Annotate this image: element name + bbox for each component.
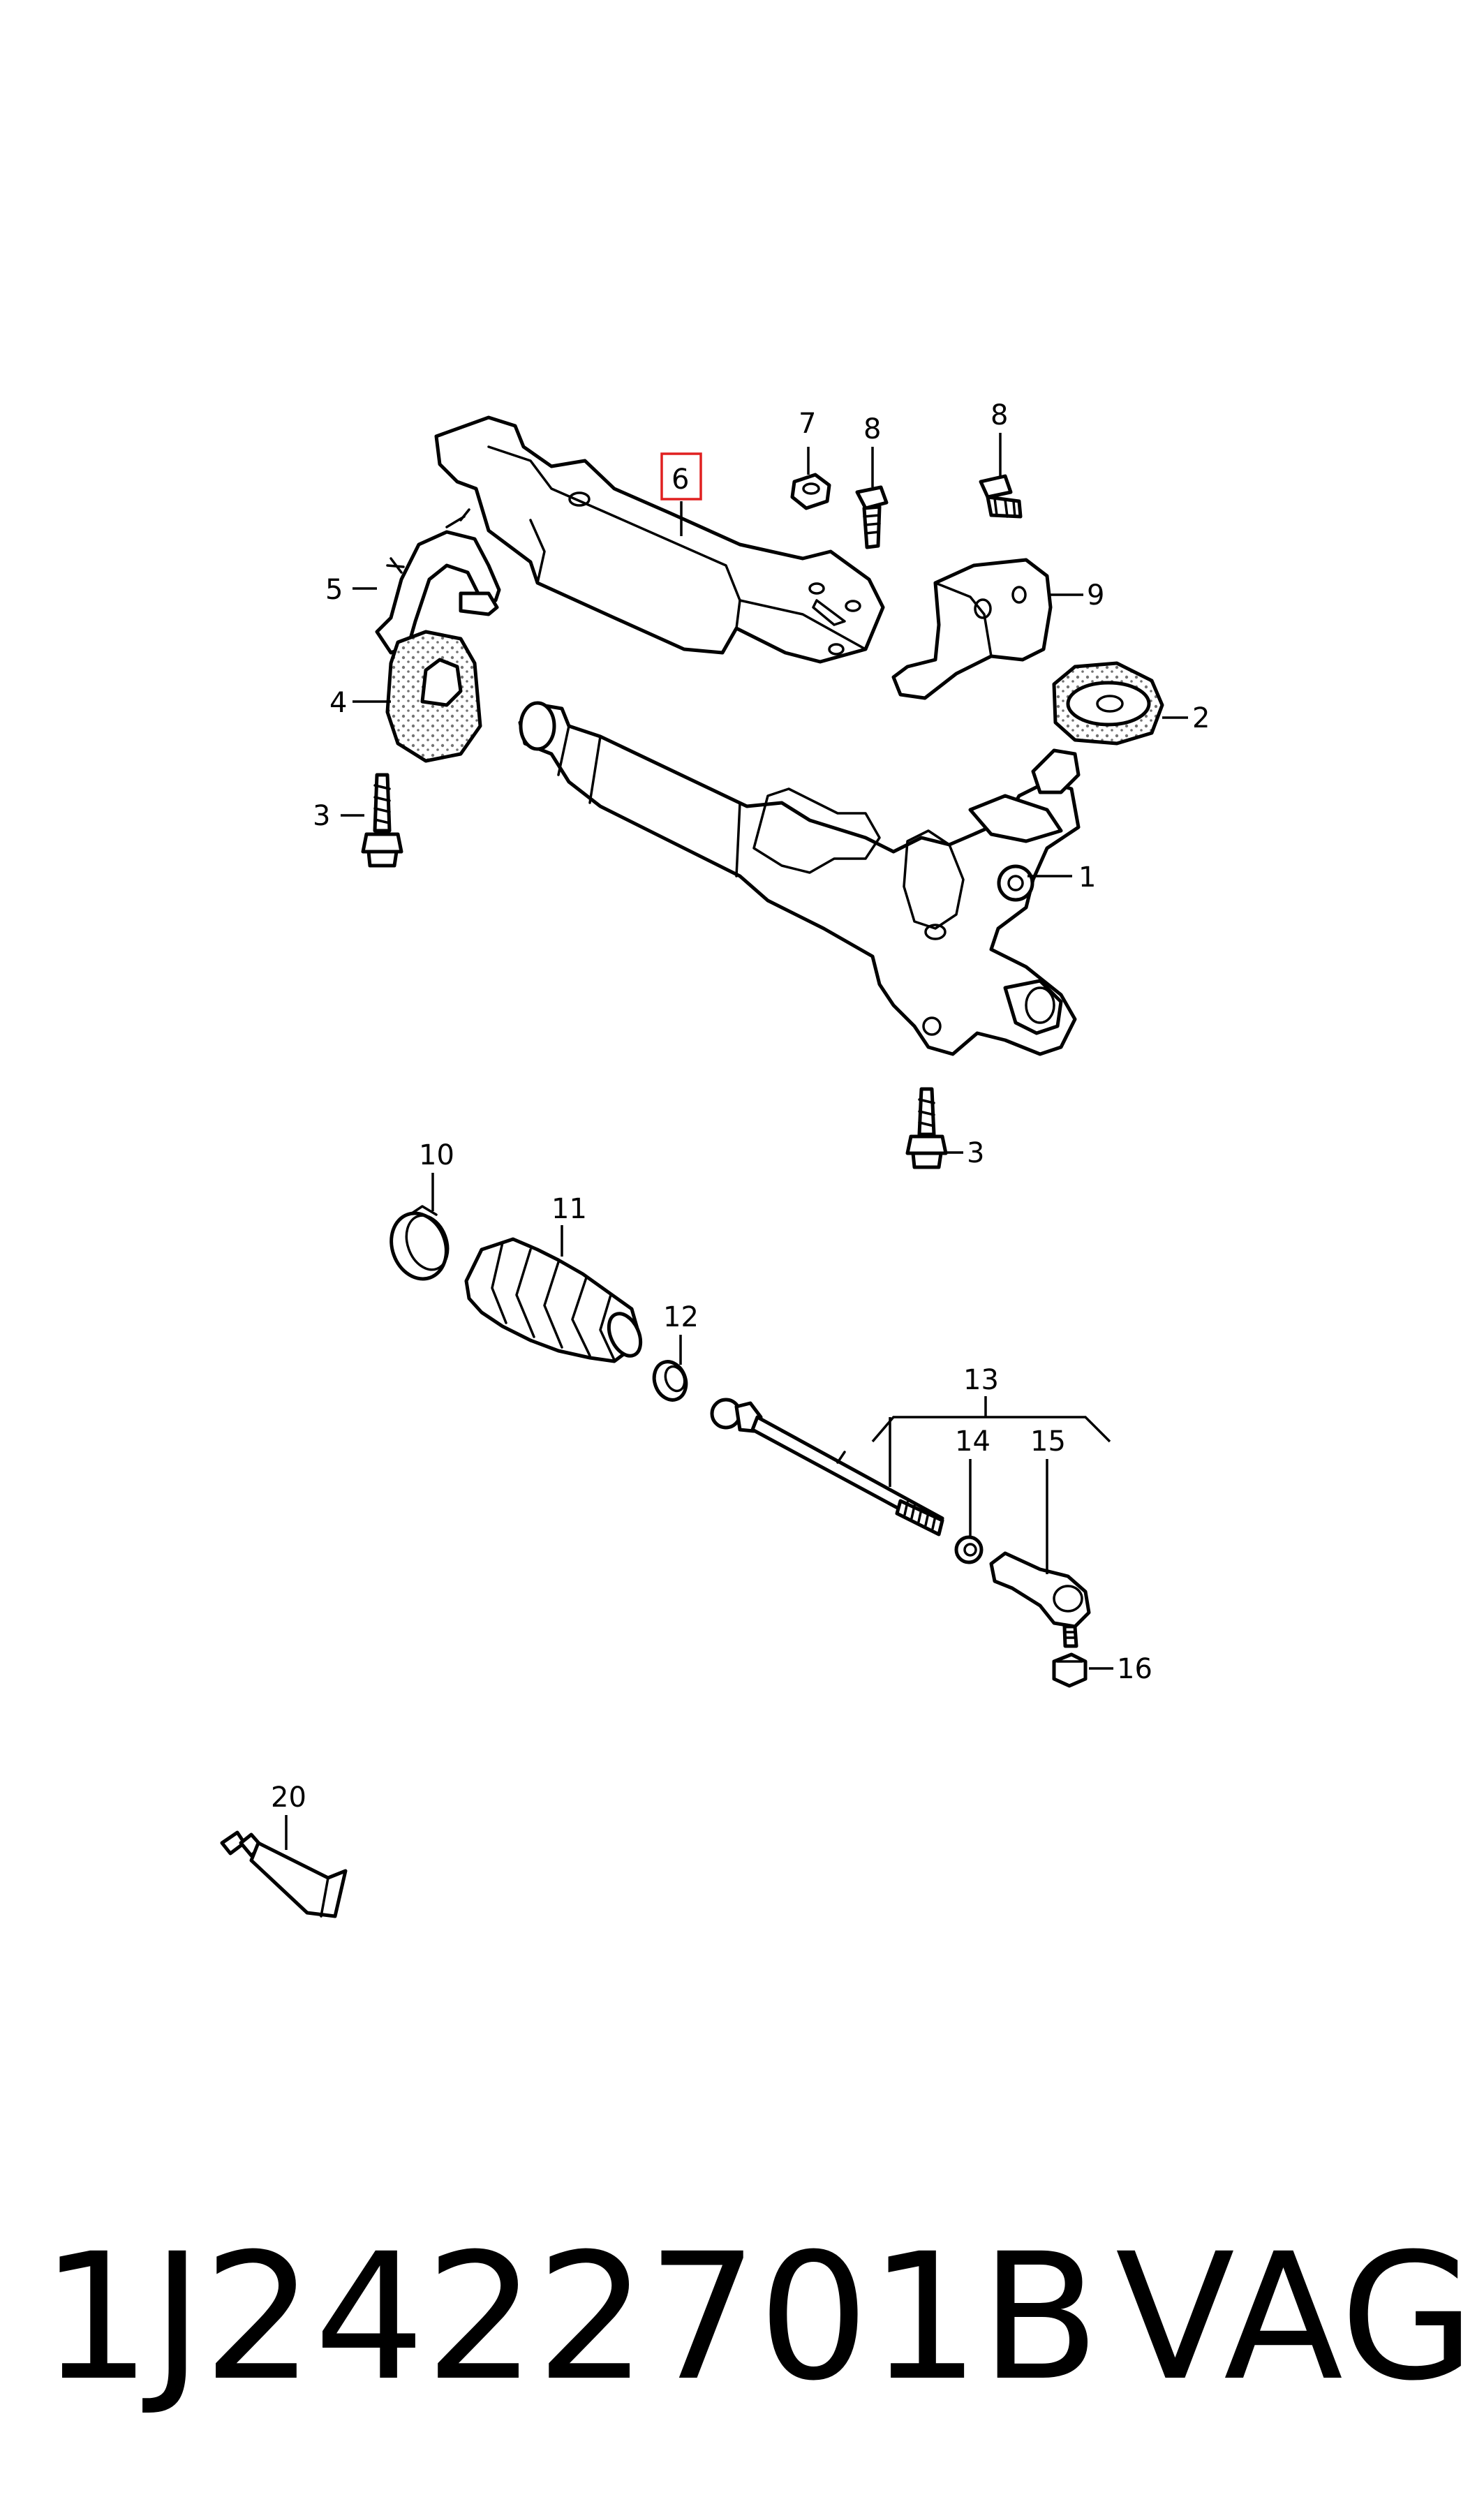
callout-6: 6 bbox=[671, 464, 689, 496]
callout-3-upper: 3 bbox=[313, 800, 330, 832]
callout-11: 11 bbox=[551, 1193, 587, 1225]
footer-brand: VAG bbox=[1115, 2216, 1476, 2419]
nut-part-16 bbox=[1052, 1652, 1088, 1688]
bolt-part-8-left bbox=[855, 485, 889, 549]
callout-8-right: 8 bbox=[990, 399, 1008, 431]
clamp-ring-part-10 bbox=[389, 1205, 450, 1281]
bolt-part-8-right bbox=[979, 474, 1023, 519]
bolt-part-3-upper bbox=[361, 773, 403, 868]
bracket-part-6 bbox=[434, 415, 885, 664]
callout-4: 4 bbox=[329, 687, 347, 719]
footer-part-number: 1J2422701B bbox=[40, 2216, 1100, 2419]
callout-8-left: 8 bbox=[863, 413, 881, 445]
clamp-part-5 bbox=[375, 508, 501, 655]
tie-rod-part-13 bbox=[710, 1398, 944, 1536]
bellows-part-11 bbox=[464, 1237, 643, 1363]
callout-10: 10 bbox=[419, 1139, 454, 1171]
footer: 1J2422701B VAG bbox=[40, 2213, 1475, 2422]
callout-9: 9 bbox=[1087, 579, 1104, 612]
callout-13: 13 bbox=[963, 1364, 999, 1396]
bolt-part-3-lower bbox=[905, 1087, 948, 1169]
callout-1: 1 bbox=[1078, 861, 1096, 894]
callout-12: 12 bbox=[663, 1301, 699, 1333]
steering-rack-part-1 bbox=[518, 701, 1081, 1056]
grease-tube-part-20 bbox=[220, 1830, 348, 1918]
highlight-box bbox=[660, 452, 702, 501]
leader-lines bbox=[285, 433, 1188, 1850]
callout-2: 2 bbox=[1192, 702, 1210, 734]
callout-5: 5 bbox=[325, 574, 343, 606]
callout-7: 7 bbox=[799, 408, 816, 440]
callout-20: 20 bbox=[271, 1782, 306, 1814]
nut-part-7 bbox=[790, 473, 831, 510]
pad-part-2 bbox=[1052, 661, 1164, 746]
nut-part-14 bbox=[954, 1535, 984, 1564]
callout-16: 16 bbox=[1117, 1653, 1152, 1685]
tie-rod-end-part-15 bbox=[989, 1551, 1091, 1648]
callout-15: 15 bbox=[1030, 1425, 1066, 1458]
callout-3-lower: 3 bbox=[967, 1137, 984, 1169]
bracket-part-9 bbox=[891, 558, 1053, 700]
bush-part-4 bbox=[385, 630, 482, 763]
clamp-part-12 bbox=[652, 1360, 688, 1402]
callout-labels: 1 2 3 3 4 5 6 7 8 8 9 10 11 12 13 14 15 … bbox=[271, 399, 1210, 1814]
callout-14: 14 bbox=[955, 1425, 990, 1458]
